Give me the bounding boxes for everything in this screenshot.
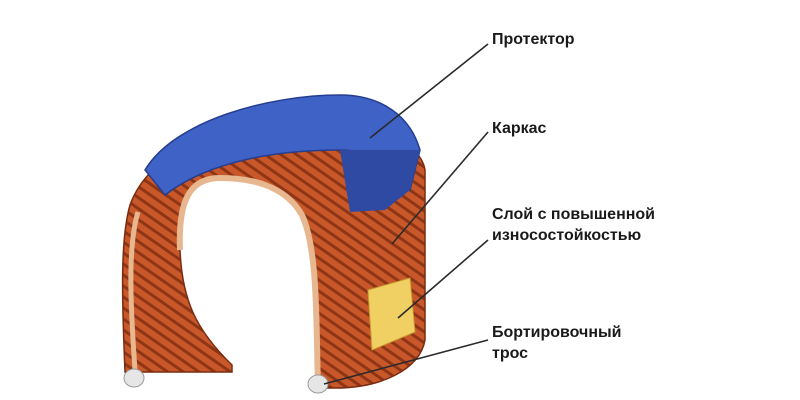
inner-liner-edge — [176, 174, 321, 389]
bead-wire-left — [123, 368, 145, 388]
label-tread-text: Протектор — [492, 31, 575, 48]
label-carcass-text: Каркас — [492, 120, 547, 137]
label-wear-layer-line2: износостойкостью — [492, 227, 642, 244]
label-bead-line2: трос — [492, 345, 529, 362]
leader-line-carcass — [391, 131, 489, 245]
left-inner-edge — [128, 211, 141, 371]
label-wear-layer: Слой с повышенной износостойкостью — [492, 204, 655, 246]
leader-line-wear-layer — [397, 239, 489, 319]
label-tread: Протектор — [492, 29, 575, 50]
bead-wire-right — [307, 374, 329, 394]
wear-resistant-layer — [367, 277, 416, 351]
label-carcass: Каркас — [492, 118, 546, 139]
label-wear-layer-line1: Слой с повышенной — [492, 206, 656, 223]
label-bead-line1: Бортировочный — [492, 324, 622, 341]
leader-line-bead — [323, 339, 489, 385]
tread-side-face — [340, 150, 420, 212]
label-bead: Бортировочный трос — [492, 322, 622, 364]
leader-line-tread — [369, 43, 489, 139]
tread-band — [144, 94, 421, 197]
